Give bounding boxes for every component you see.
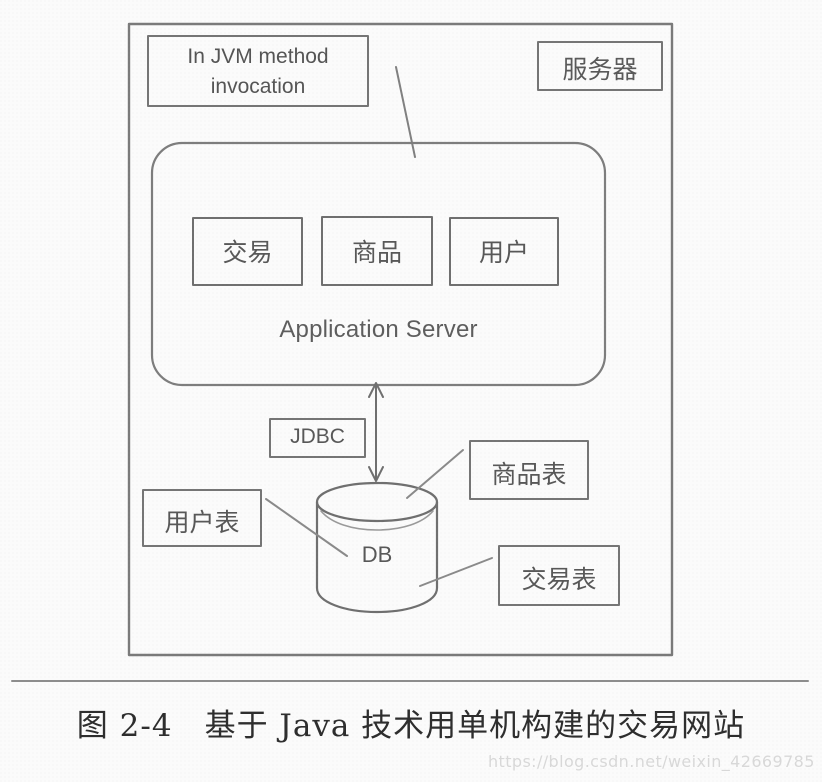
jdbc-arrowhead-up bbox=[368, 382, 384, 398]
table-leader-user bbox=[265, 498, 348, 557]
db-cylinder-top-inner bbox=[320, 510, 434, 531]
module-box-user bbox=[449, 217, 559, 286]
module-box-transaction bbox=[192, 217, 303, 286]
application-server-box bbox=[150, 141, 607, 387]
figure-caption: 图 2-4 基于 Java 技术用单机构建的交易网站 bbox=[76, 708, 746, 744]
watermark-text: https://blog.csdn.net/weixin_42669785 bbox=[488, 752, 815, 771]
module-box-product bbox=[321, 216, 433, 286]
table-leader-product bbox=[406, 449, 464, 499]
jdbc-label-box bbox=[269, 418, 366, 458]
table-leader-transaction bbox=[419, 557, 493, 587]
jdbc-arrowhead-down bbox=[368, 466, 384, 482]
table-box-product bbox=[469, 440, 589, 500]
server-label-box bbox=[537, 41, 663, 91]
db-cylinder-body bbox=[315, 500, 439, 614]
server-frame-rect bbox=[127, 22, 674, 657]
jvm-invocation-box bbox=[147, 35, 369, 107]
table-box-transaction bbox=[498, 545, 620, 606]
table-box-user bbox=[142, 489, 262, 547]
db-cylinder-top bbox=[315, 481, 439, 523]
